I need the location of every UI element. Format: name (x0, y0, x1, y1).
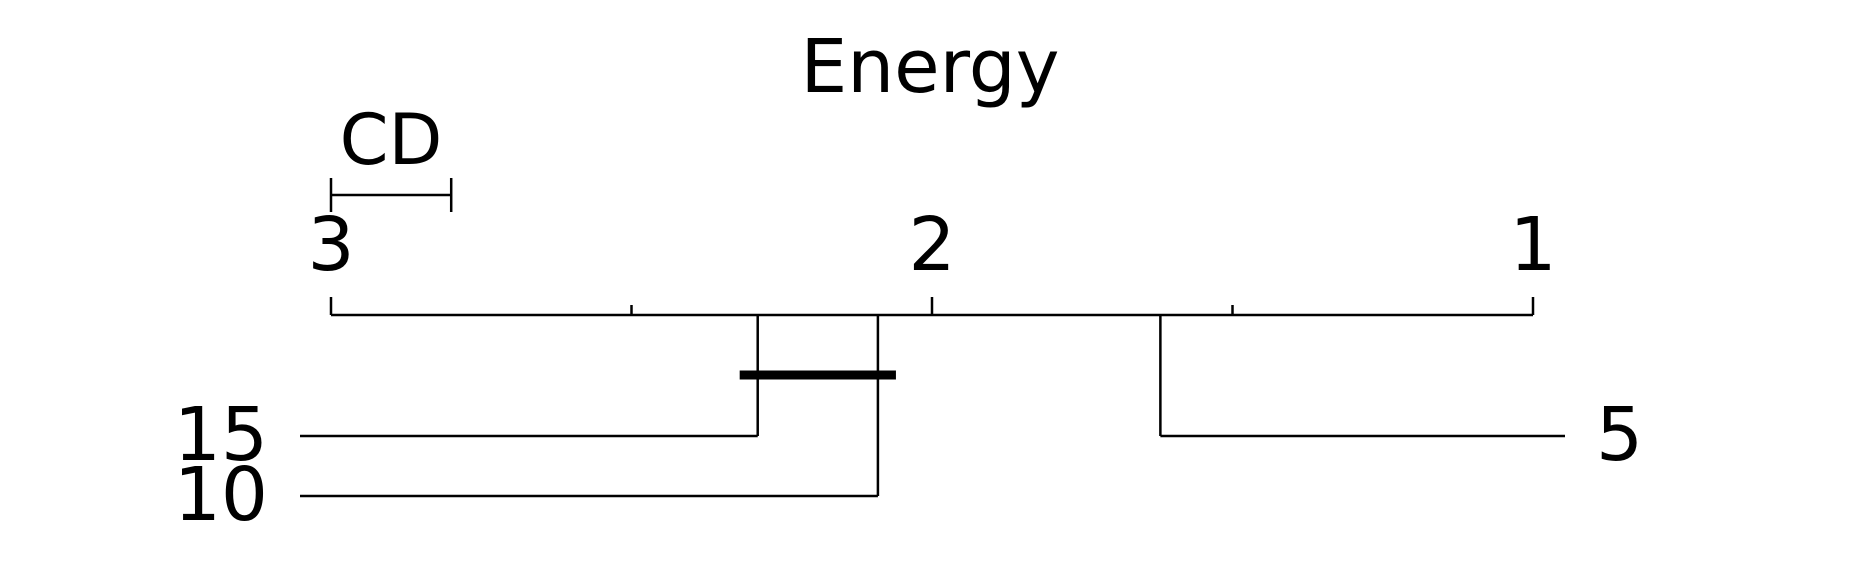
method-label: 15 (174, 392, 268, 478)
method-label: 5 (1596, 392, 1643, 478)
chart-title: Energy (800, 24, 1059, 110)
cd-label: CD (340, 99, 443, 181)
tick-label: 2 (908, 202, 955, 288)
tick-label: 1 (1509, 202, 1556, 288)
cd-bar (329, 178, 453, 212)
rank-axis: 3 2 1 (307, 202, 1557, 317)
tick-label: 3 (307, 202, 354, 288)
method-label: 10 (174, 452, 268, 538)
